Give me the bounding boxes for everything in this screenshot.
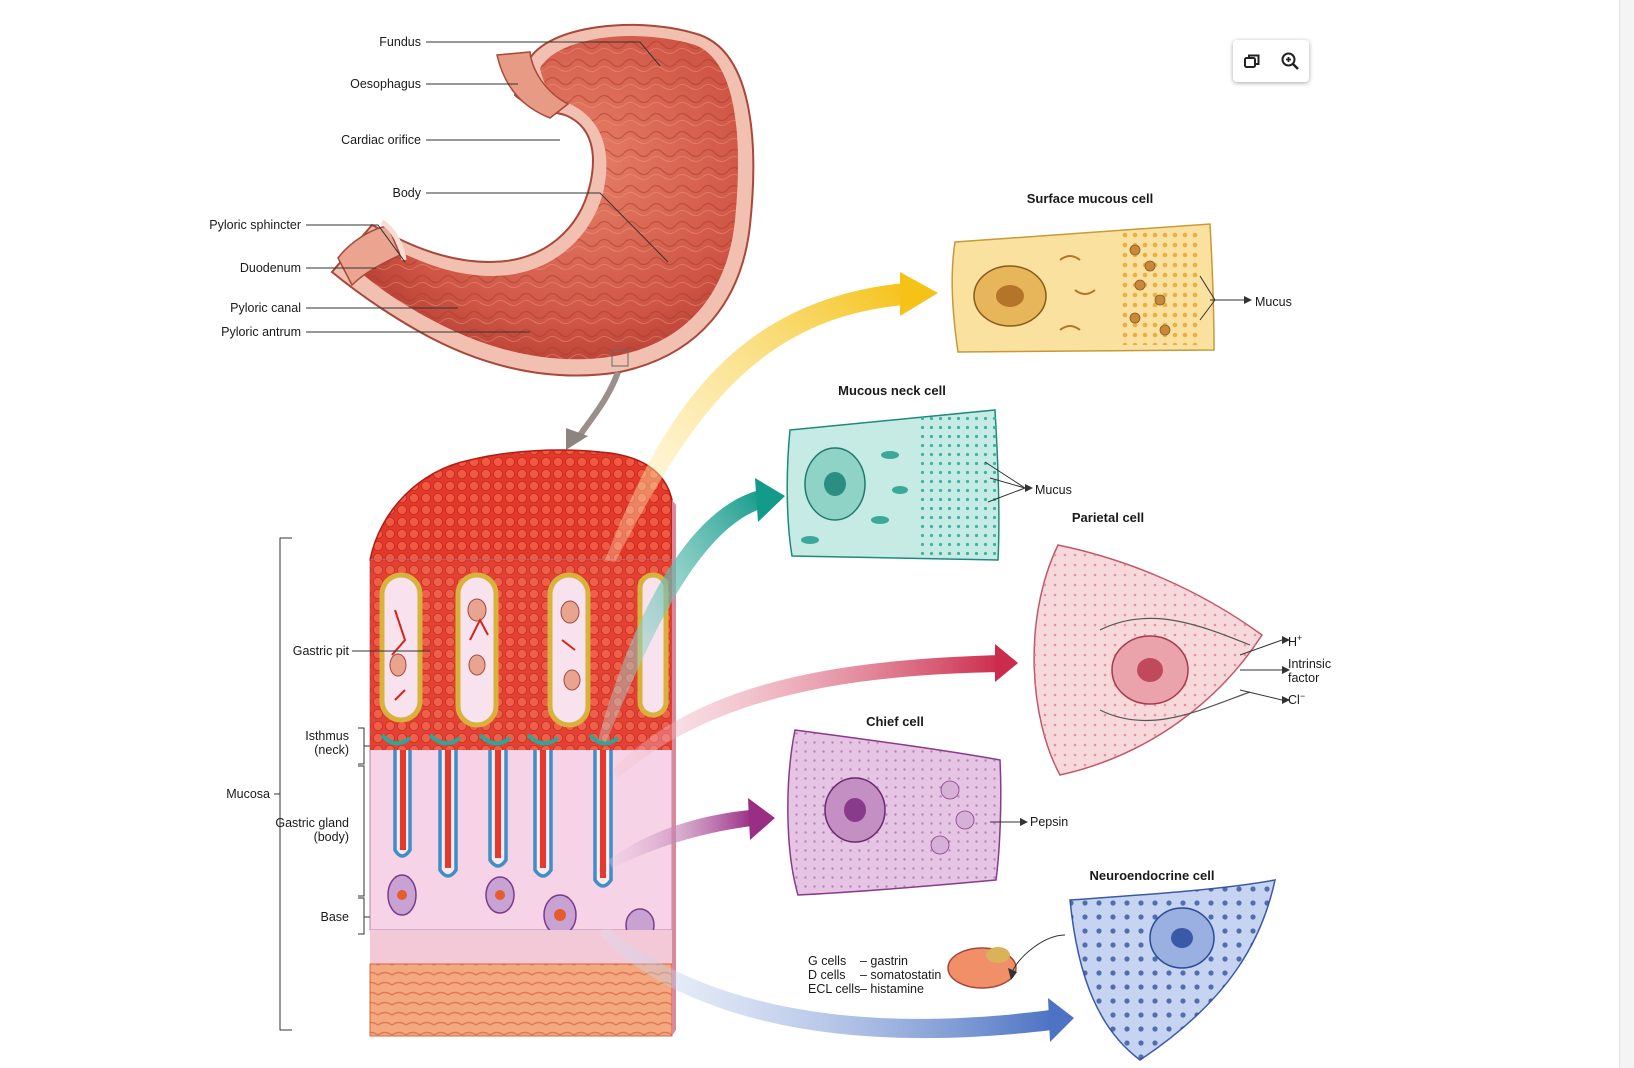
open-in-window-icon <box>1244 54 1260 68</box>
chief-title: Chief cell <box>866 714 924 729</box>
surface-mucous-title: Surface mucous cell <box>1027 191 1153 206</box>
image-toolbar <box>1233 40 1309 82</box>
mucous-neck-cell: Mucous neck cell Mucus <box>786 383 1072 561</box>
arrowhead-parietal <box>995 644 1018 682</box>
chief-output: Pepsin <box>1030 815 1068 829</box>
label-gastric-gland-body: (body) <box>314 830 349 844</box>
parietal-cell: Parietal cell H+ Intrinsic factor Cl− <box>1033 510 1331 776</box>
arrow-surface-mucous <box>605 283 905 562</box>
label-pyloric-antrum: Pyloric antrum <box>221 325 301 339</box>
label-oesophagus: Oesophagus <box>350 77 421 91</box>
cell-arrows <box>598 272 1074 1042</box>
arrowhead-chief <box>748 798 775 840</box>
vertical-scrollbar[interactable] <box>1619 0 1634 1068</box>
surface-mucous-output: Mucus <box>1255 295 1292 309</box>
parietal-output-h: H+ <box>1288 633 1302 649</box>
zoom-arrowhead <box>566 428 588 450</box>
label-body: Body <box>393 186 422 200</box>
mucosa-labels: Mucosa Gastric pit Isthmus (neck) Gastri… <box>226 537 430 1031</box>
arrowhead-neuroendocrine <box>1048 998 1074 1042</box>
label-mucosa: Mucosa <box>226 787 270 801</box>
parietal-title: Parietal cell <box>1072 510 1144 525</box>
arrow-mucous-neck <box>598 490 763 742</box>
arrowhead-mucous-neck <box>755 478 785 522</box>
label-pyloric-canal: Pyloric canal <box>230 301 301 315</box>
mucous-neck-output: Mucus <box>1035 483 1072 497</box>
label-fundus: Fundus <box>379 35 421 49</box>
mucous-neck-title: Mucous neck cell <box>838 383 946 398</box>
neuroendocrine-cell: Neuroendocrine cell G cells – gastrin D … <box>808 868 1276 1061</box>
label-isthmus-neck: (neck) <box>314 743 349 757</box>
parietal-output-if1: Intrinsic <box>1288 657 1331 671</box>
legend-ecl-product: – histamine <box>860 982 924 996</box>
mucosa-block <box>369 449 676 1037</box>
legend-ecl-cells: ECL cells <box>808 982 860 996</box>
label-isthmus: Isthmus <box>305 729 349 743</box>
label-gastric-gland: Gastric gland <box>275 816 349 830</box>
legend-g-product: – gastrin <box>860 954 908 968</box>
arrowhead-surface-mucous <box>900 272 938 316</box>
neuroendocrine-title: Neuroendocrine cell <box>1090 868 1215 883</box>
label-duodenum: Duodenum <box>240 261 301 275</box>
chief-cell: Chief cell Pepsin <box>787 714 1068 896</box>
arrow-parietal <box>612 655 1000 778</box>
parietal-output-cl: Cl− <box>1288 691 1305 707</box>
zoom-arrow <box>575 370 621 440</box>
arrow-neuroendocrine <box>600 925 1052 1039</box>
surface-mucous-cell: Surface mucous cell Mucus <box>951 191 1292 353</box>
legend-g-cells: G cells <box>808 954 846 968</box>
legend-d-cells: D cells <box>808 968 846 982</box>
open-in-window-button[interactable] <box>1237 46 1267 76</box>
label-cardiac-orifice: Cardiac orifice <box>341 133 421 147</box>
stomach-illustration <box>330 23 755 377</box>
arrow-chief <box>608 810 752 868</box>
label-gastric-pit: Gastric pit <box>293 644 350 658</box>
legend-d-product: – somatostatin <box>860 968 941 982</box>
label-base: Base <box>321 910 350 924</box>
label-pyloric-sphincter: Pyloric sphincter <box>209 218 301 232</box>
zoom-in-icon <box>1281 52 1299 70</box>
parietal-output-if2: factor <box>1288 671 1319 685</box>
zoom-in-button[interactable] <box>1275 46 1305 76</box>
stomach-labels: Fundus Oesophagus Cardiac orifice Body P… <box>209 35 669 339</box>
